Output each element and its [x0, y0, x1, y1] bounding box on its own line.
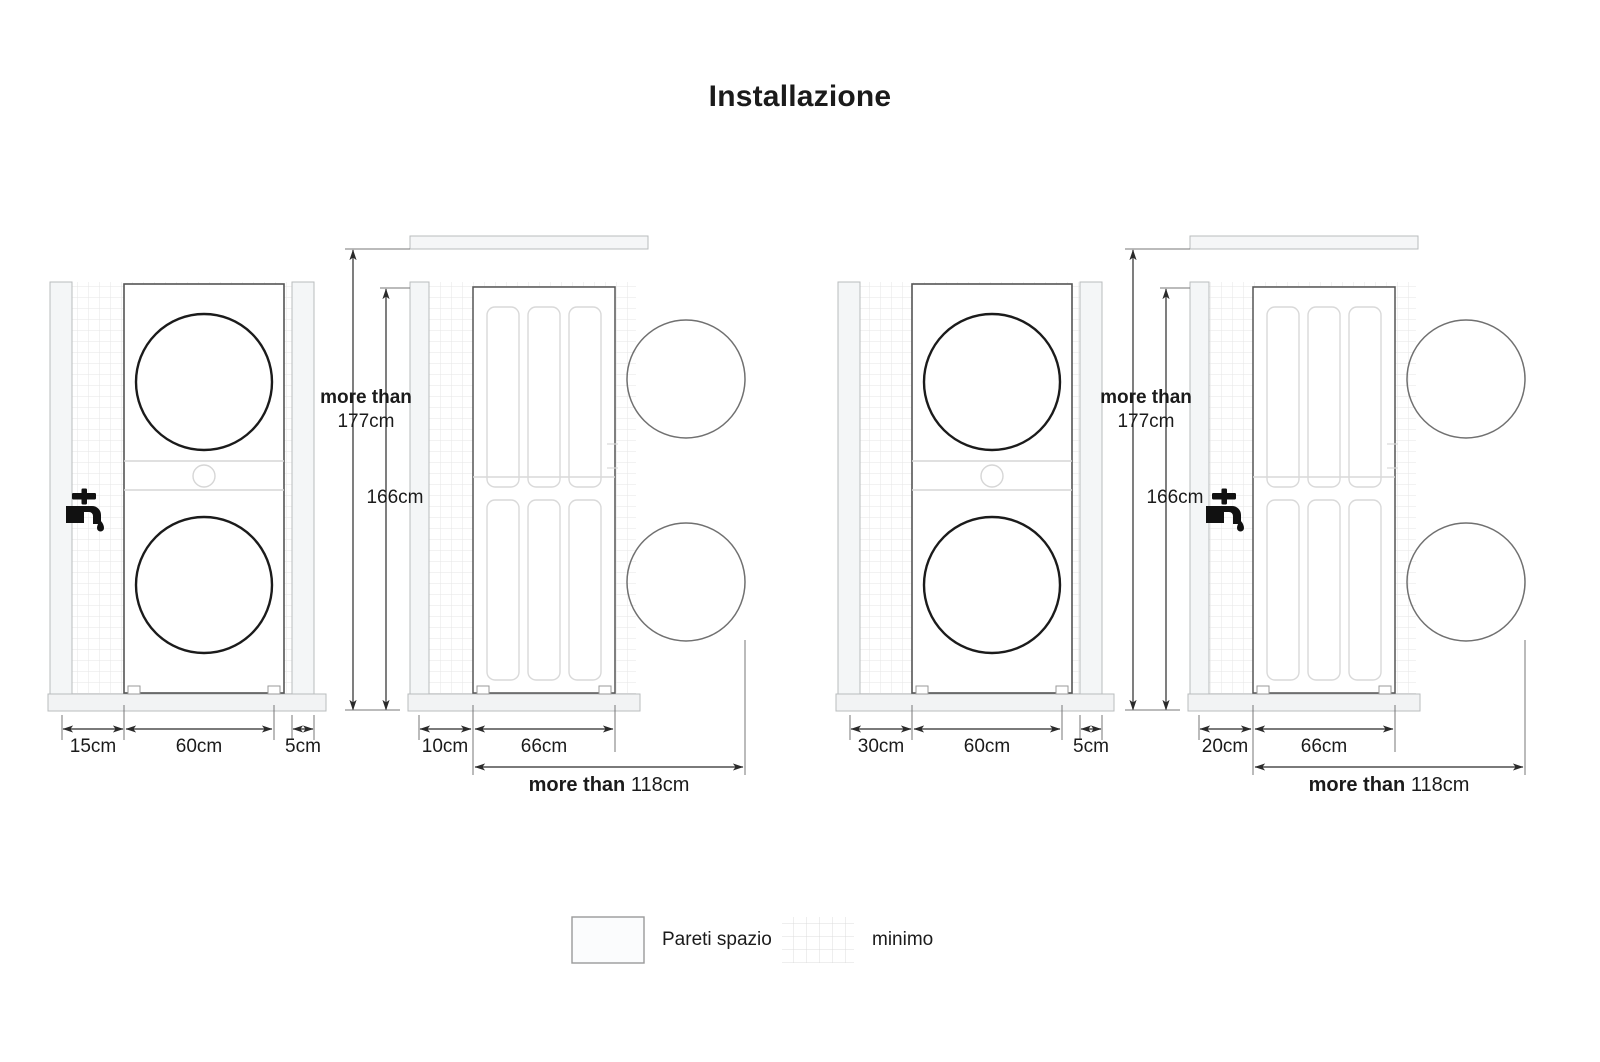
door-panel-slat — [568, 499, 602, 681]
more-than-prefix: more than — [320, 387, 412, 408]
floor-band — [47, 693, 327, 712]
dim-label-wall-clearance-1: 10cm — [421, 736, 469, 757]
dim-label-appliance-height-left: 166cm — [366, 487, 424, 508]
dim-label-ceiling-height-left: more than 177cm — [318, 386, 414, 434]
dim-label-appliance-width-2: 60cm — [963, 736, 1011, 757]
wall-left — [49, 281, 73, 695]
more-than-prefix: more than — [1308, 774, 1406, 796]
legend-swatch-walls-space — [571, 916, 645, 964]
more-than-prefix: more than — [528, 774, 626, 796]
control-knob — [980, 464, 1004, 488]
door-swing-upper — [626, 319, 746, 439]
legend — [571, 916, 854, 964]
dim-label-appliance-width-1: 60cm — [175, 736, 223, 757]
floor-band — [835, 693, 1115, 712]
washer-door-circle — [134, 515, 274, 655]
appliance-foot-left — [915, 685, 929, 695]
door-panel-slat — [527, 306, 561, 488]
dim-label-door-open-depth-2: more than 118cm — [1234, 774, 1544, 797]
control-knob — [192, 464, 216, 488]
dim-label-ceiling-height-right: more than 177cm — [1098, 386, 1194, 434]
door-panel-slat — [1266, 306, 1300, 488]
door-panel-slat — [1307, 499, 1341, 681]
appliance-foot-right — [267, 685, 281, 695]
door-swing-lower — [626, 522, 746, 642]
ceiling-beam — [1189, 235, 1419, 250]
dryer-door-circle — [922, 312, 1062, 452]
dim-label-appliance-height-right: 166cm — [1146, 487, 1204, 508]
appliance-foot-left — [476, 685, 490, 695]
more-than-prefix: more than — [1100, 387, 1192, 408]
panel-side-right — [1125, 235, 1526, 775]
dim-label-left-clearance-1: 15cm — [69, 736, 117, 757]
panel-side-left — [345, 235, 746, 775]
door-swing-upper — [1406, 319, 1526, 439]
legend-label-walls-space: Pareti spazio — [662, 929, 772, 950]
dim-label-right-clearance-1: 5cm — [285, 736, 321, 757]
door-panel-slat — [527, 499, 561, 681]
door-panel-slat — [1307, 306, 1341, 488]
door-panel-slat — [486, 306, 520, 488]
floor-band — [1187, 693, 1421, 712]
page-title: Installazione — [708, 80, 892, 113]
wall-right — [1079, 281, 1103, 695]
panel-front-right — [835, 281, 1115, 740]
door-panel-slat — [1348, 306, 1382, 488]
value: 118cm — [630, 774, 690, 796]
appliance-foot-right — [1055, 685, 1069, 695]
panel-front-left — [47, 281, 327, 740]
appliance-foot-left — [127, 685, 141, 695]
floor-band — [407, 693, 641, 712]
legend-swatch-minimum — [782, 917, 854, 963]
door-panel-slat — [486, 499, 520, 681]
door-swing-lower — [1406, 522, 1526, 642]
value: 177cm — [337, 410, 395, 432]
value: 177cm — [1117, 410, 1175, 432]
dim-label-door-open-depth-1: more than 118cm — [454, 774, 764, 797]
door-panel-slat — [568, 306, 602, 488]
appliance-foot-right — [1378, 685, 1392, 695]
legend-label-minimum: minimo — [872, 929, 934, 950]
wall-right — [291, 281, 315, 695]
wall-left — [837, 281, 861, 695]
appliance-foot-left — [1256, 685, 1270, 695]
value: 118cm — [1410, 774, 1470, 796]
dim-label-wall-clearance-2: 20cm — [1201, 736, 1249, 757]
dim-label-appliance-depth-2: 66cm — [1300, 736, 1348, 757]
dim-label-right-clearance-2: 5cm — [1073, 736, 1109, 757]
door-panel-slat — [1348, 499, 1382, 681]
appliance-foot-right — [598, 685, 612, 695]
ceiling-beam — [409, 235, 649, 250]
washer-door-circle — [922, 515, 1062, 655]
dim-label-appliance-depth-1: 66cm — [520, 736, 568, 757]
door-panel-slat — [1266, 499, 1300, 681]
dryer-door-circle — [134, 312, 274, 452]
dim-label-left-clearance-2: 30cm — [857, 736, 905, 757]
